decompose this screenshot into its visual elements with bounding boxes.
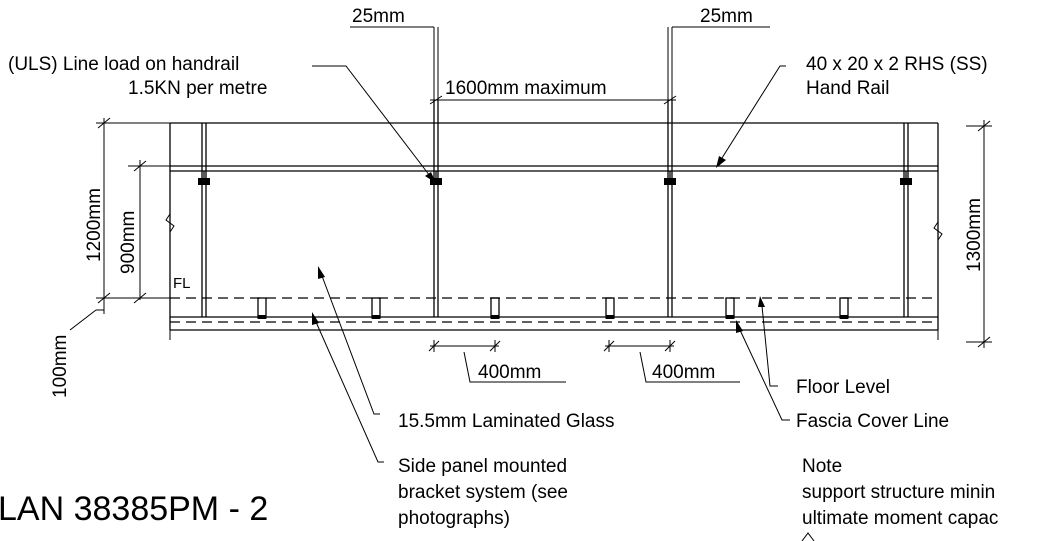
left-dimensions [69,117,200,331]
floor-structure [169,297,939,340]
plan-id: LAN 38385PM - 2 [0,490,268,528]
leader-lines [312,65,790,463]
side-mount-brackets [257,297,849,319]
hand-rail-label: Hand Rail [806,78,889,99]
fascia-cover-line-label: Fascia Cover Line [796,411,949,432]
depth-100mm: 100mm [50,335,71,398]
top-dimensions [350,26,770,105]
bracket-system-line2: bracket system (see [398,482,568,503]
line-load-label: (ULS) Line load on handrail [8,54,239,75]
hand-rail [170,165,938,172]
right-dimension [966,120,992,348]
glass-panel-joints [201,100,909,317]
note-title: Note [802,456,842,477]
dim-25mm-left: 25mm [352,6,405,27]
line-load-value: 1.5KN per metre [128,78,267,99]
spacing-400mm-right: 400mm [652,362,715,383]
bracket-system-line1: Side panel mounted [398,456,567,477]
rail-brackets [198,171,912,185]
span-max-label: 1600mm maximum [445,78,607,99]
dim-25mm-right: 25mm [700,6,753,27]
height-900mm: 900mm [118,211,139,274]
balustrade-outline [169,122,939,330]
rhs-label: 40 x 20 x 2 RHS (SS) [806,54,988,75]
note-line2: ultimate moment capac [802,508,998,529]
note-cut-glyph [801,532,815,541]
break-marks [165,213,943,241]
spacing-400mm-left: 400mm [478,362,541,383]
laminated-glass-label: 15.5mm Laminated Glass [398,411,615,432]
floor-level-label: Floor Level [796,377,890,398]
height-1200mm: 1200mm [84,188,105,262]
bracket-system-line3: photographs) [398,508,510,529]
height-1300mm: 1300mm [964,198,985,272]
bracket-spacing-dimensions [428,340,740,383]
note-line1: support structure minin [802,482,995,503]
fl-marker: FL [173,275,191,292]
